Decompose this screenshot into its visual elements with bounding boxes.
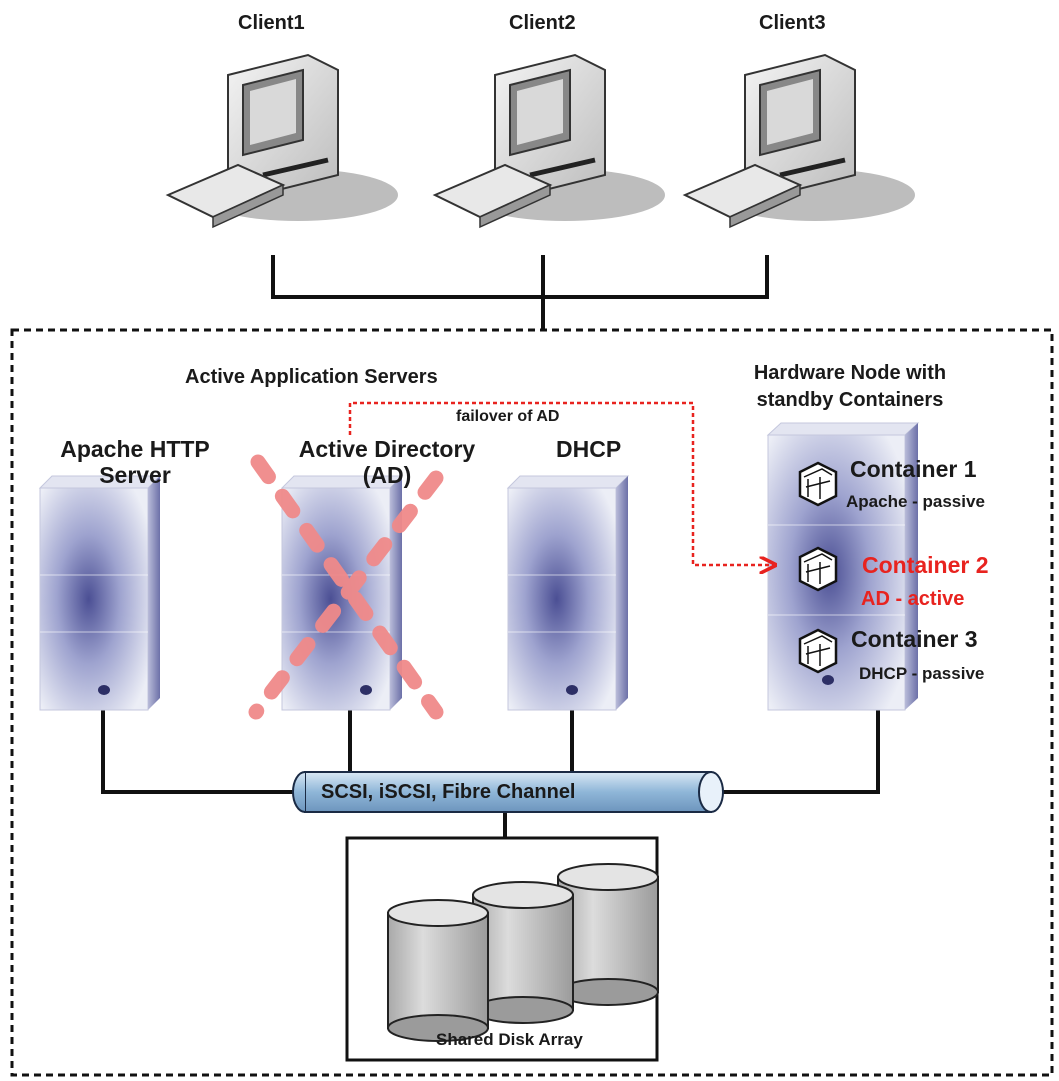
storage-bus-label: SCSI, iSCSI, Fibre Channel (321, 781, 576, 803)
container-2-icon (798, 546, 838, 592)
container-1-icon (798, 461, 838, 507)
container-2-status: AD - active (861, 588, 965, 610)
apache-label-line1: Apache HTTP (60, 436, 210, 462)
container-3-status: DHCP - passive (859, 664, 985, 683)
failure-x-icon (248, 454, 444, 720)
shared-disk-array-label: Shared Disk Array (436, 1030, 583, 1049)
failover-label: failover of AD (456, 408, 560, 425)
ad-label-line1: Active Directory (298, 436, 476, 462)
client-2-label: Client2 (509, 12, 576, 34)
disk-icon (557, 863, 659, 1006)
container-1-name: Container 1 (850, 456, 977, 482)
ad-server-label: Active Directory (AD) (262, 436, 512, 489)
container-3-name: Container 3 (851, 626, 978, 652)
cluster-boundary (10, 328, 1054, 1077)
apache-server-label: Apache HTTP Server (20, 436, 250, 489)
ad-label-line2: (AD) (362, 462, 412, 489)
client-network-lines (271, 255, 769, 330)
container-1-status: Apache - passive (846, 492, 985, 511)
client-computer-2 (432, 53, 665, 229)
client-1-label: Client1 (238, 12, 305, 34)
container-2-name: Container 2 (862, 552, 989, 578)
disk-icon (387, 899, 489, 1042)
apache-label-line2: Server (99, 462, 171, 489)
hardware-node-label-line2: standby Containers (756, 389, 944, 411)
dhcp-server-label: DHCP (556, 436, 622, 462)
failover-arrow (348, 401, 775, 565)
client-3-label: Client3 (759, 12, 826, 34)
container-3-icon (798, 628, 838, 674)
client-computer-3 (682, 53, 915, 229)
server-dhcp (506, 475, 630, 711)
server-apache (38, 475, 162, 711)
hardware-node-label-line1: Hardware Node with (753, 362, 947, 384)
storage-bus (292, 771, 724, 813)
active-servers-group-label: Active Application Servers (185, 366, 438, 388)
client-computer-1 (165, 53, 398, 229)
server-bus-connections (101, 710, 880, 838)
hardware-node-label: Hardware Node with standby Containers (700, 360, 1000, 414)
